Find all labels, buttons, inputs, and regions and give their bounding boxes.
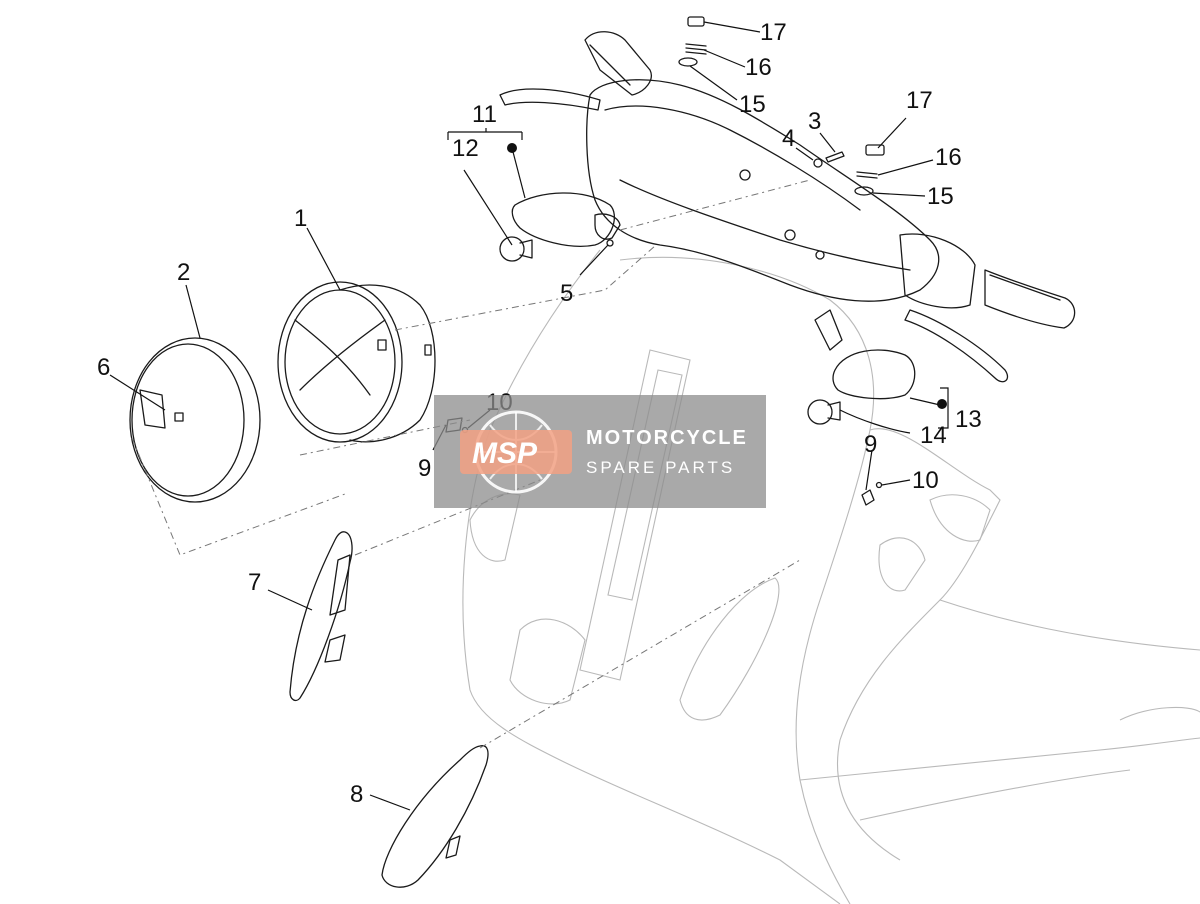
side-reflector-lower bbox=[381, 745, 489, 888]
watermark: MSP MOTORCYCLE SPARE PARTS bbox=[434, 395, 766, 508]
callout-16-left: 16 bbox=[745, 54, 772, 81]
callout-15-left: 15 bbox=[739, 91, 766, 118]
callout-9-left: 9 bbox=[418, 455, 431, 482]
callout-13: 13 bbox=[955, 406, 982, 433]
callout-15-right: 15 bbox=[927, 183, 954, 210]
watermark-logo-text: MSP bbox=[472, 437, 538, 470]
callout-14: 14 bbox=[920, 422, 947, 449]
scooter-body-outline bbox=[462, 249, 1200, 904]
watermark-logo-badge bbox=[460, 430, 572, 474]
callout-labels: 1 2 3 4 5 6 7 8 9 9 10 10 11 12 13 14 15… bbox=[97, 19, 982, 808]
screw-and-washer-3-4 bbox=[813, 151, 845, 168]
watermark-line-1: MOTORCYCLE bbox=[586, 427, 748, 449]
callout-9-right: 9 bbox=[864, 431, 877, 458]
headlight-rim bbox=[129, 337, 261, 503]
side-reflector-upper bbox=[289, 531, 353, 702]
turn-indicator-left bbox=[499, 192, 621, 262]
callout-5: 5 bbox=[560, 280, 573, 307]
reference-lines bbox=[131, 179, 811, 749]
handlebar-assembly bbox=[499, 31, 1076, 383]
watermark-line-2: SPARE PARTS bbox=[586, 458, 735, 477]
callout-16-right: 16 bbox=[935, 144, 962, 171]
callout-1: 1 bbox=[294, 205, 307, 232]
callout-2: 2 bbox=[177, 259, 190, 286]
callout-3: 3 bbox=[808, 108, 821, 135]
callout-10-right: 10 bbox=[912, 467, 939, 494]
callout-17-right: 17 bbox=[906, 87, 933, 114]
headlight-unit bbox=[277, 281, 436, 443]
callout-11: 11 bbox=[472, 101, 497, 128]
callout-7: 7 bbox=[248, 569, 261, 596]
turn-indicator-right bbox=[807, 309, 916, 425]
hardware-stack-left bbox=[678, 16, 707, 67]
leader-lines bbox=[109, 21, 949, 811]
callout-6: 6 bbox=[97, 354, 110, 381]
callout-8: 8 bbox=[350, 781, 363, 808]
callout-12: 12 bbox=[452, 135, 479, 162]
hardware-stack-right bbox=[854, 144, 885, 196]
callout-17-left: 17 bbox=[760, 19, 787, 46]
callout-4: 4 bbox=[782, 125, 795, 152]
